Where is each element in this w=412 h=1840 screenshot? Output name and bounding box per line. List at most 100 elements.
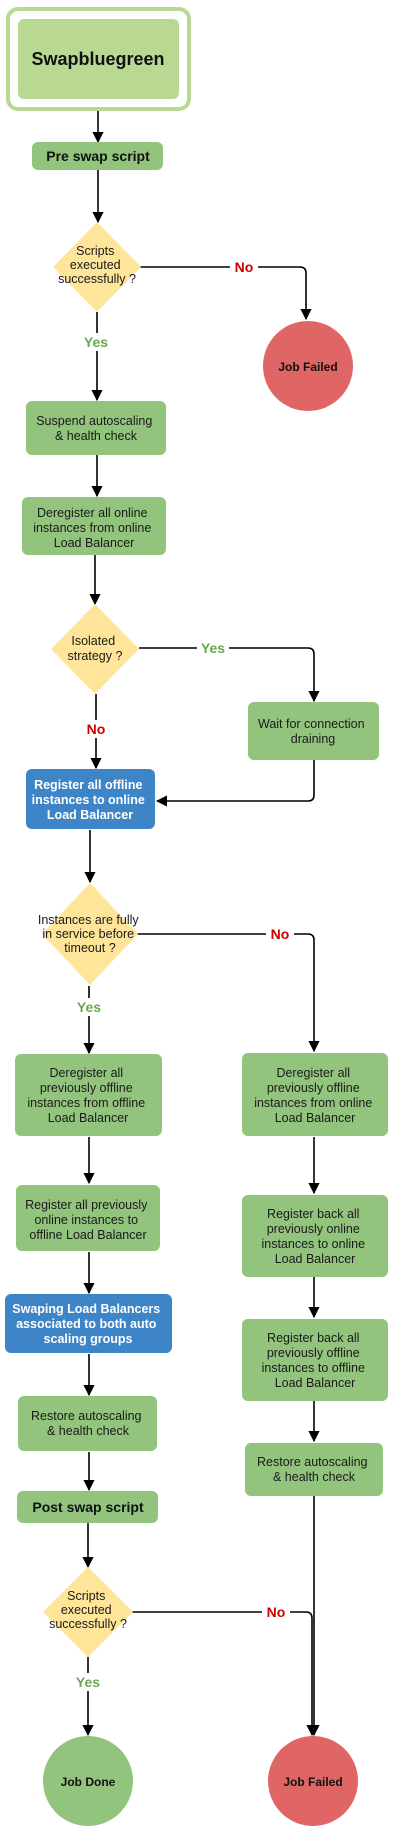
register-offline-to-online-node: Register all offline instances to online… xyxy=(26,769,155,829)
node-line: previously offline xyxy=(40,1081,133,1095)
decision-line: successfully ? xyxy=(49,1617,127,1631)
svg-text:Deregister all previousl: Deregister all previously offline instan… xyxy=(254,1066,376,1125)
svg-text:Deregister all previousl: Deregister all previously offline instan… xyxy=(27,1066,148,1125)
node-line: Restore autoscaling xyxy=(257,1455,368,1469)
start-node: Swapbluegreen xyxy=(6,7,191,111)
decision-line: successfully ? xyxy=(58,272,136,286)
svg-text:Restore autoscaling & he: Restore autoscaling & health check xyxy=(257,1455,371,1484)
node-line: previously offline xyxy=(267,1081,360,1095)
decision-line: in service before xyxy=(42,927,134,941)
node-line: & health check xyxy=(55,429,138,443)
node-line: & health check xyxy=(47,1424,130,1438)
node-line: Register all previously xyxy=(25,1198,148,1212)
svg-text:Register all previously: Register all previously online instances… xyxy=(25,1198,151,1242)
start-node-label: Swapbluegreen xyxy=(31,49,164,69)
register-back-offline-node: Register back all previously offline ins… xyxy=(242,1319,388,1401)
scripts-executed-decision-2: Scripts executed successfully ? xyxy=(43,1567,133,1657)
node-line: Register all offline xyxy=(34,778,142,792)
node-line: Wait for connection xyxy=(258,717,365,731)
decision-line: Scripts xyxy=(67,1589,105,1603)
node-line: Load Balancer xyxy=(275,1252,356,1266)
wait-draining-node: Wait for connection draining xyxy=(248,702,379,760)
node-line: Deregister all xyxy=(49,1066,123,1080)
svg-text:Deregister all online in: Deregister all online instances from onl… xyxy=(33,506,155,550)
edge-label-no: No xyxy=(235,259,254,275)
node-line: previously offline xyxy=(267,1346,360,1360)
post-swap-script-label: Post swap script xyxy=(32,1499,144,1515)
svg-text:Restore autoscaling & he: Restore autoscaling & health check xyxy=(31,1409,145,1438)
node-line: Load Balancer xyxy=(275,1376,356,1390)
edge-check1-no xyxy=(140,266,312,321)
edge-instances-no xyxy=(137,933,320,1053)
svg-text:Scripts executed s: Scripts executed successfully ? xyxy=(49,1589,127,1631)
job-failed-node-2: Job Failed xyxy=(268,1736,358,1826)
restore-autoscaling-left-node: Restore autoscaling & health check xyxy=(18,1396,157,1451)
node-line: & health check xyxy=(273,1470,356,1484)
post-swap-script-node: Post swap script xyxy=(17,1491,158,1523)
deregister-offline-node: Deregister all previously offline instan… xyxy=(15,1054,162,1136)
job-failed-node: Job Failed xyxy=(263,321,353,411)
deregister-prev-offline-from-online-node: Deregister all previously offline instan… xyxy=(242,1053,388,1136)
edge-label-no: No xyxy=(87,721,106,737)
decision-line: executed xyxy=(70,258,121,272)
node-line: Load Balancer xyxy=(47,808,133,822)
edge-check2-no xyxy=(132,1611,318,1737)
node-line: instances to online xyxy=(32,793,145,807)
svg-text:Scripts executed s: Scripts executed successfully ? xyxy=(58,244,136,286)
isolated-strategy-decision: Isolated strategy ? xyxy=(51,604,139,694)
svg-text:Isolated strategy ?: Isolated strategy ? xyxy=(68,634,123,663)
node-line: scaling groups xyxy=(44,1332,133,1346)
node-line: online instances to xyxy=(34,1213,138,1227)
node-line: Load Balancer xyxy=(54,536,135,550)
svg-text:Wait for connection drai: Wait for connection draining xyxy=(258,717,368,746)
node-line: instances from online xyxy=(33,521,151,535)
edge-label-yes: Yes xyxy=(201,640,225,656)
node-line: Register back all xyxy=(267,1207,359,1221)
pre-swap-script-node: Pre swap script xyxy=(32,142,163,170)
scripts-executed-decision: Scripts executed successfully ? xyxy=(53,222,141,312)
svg-text:Register back all previo: Register back all previously online inst… xyxy=(261,1207,368,1266)
svg-text:Instances are fully in s: Instances are fully in service before ti… xyxy=(38,913,142,955)
svg-text:Register all offline ins: Register all offline instances to online… xyxy=(32,778,149,822)
pre-swap-script-label: Pre swap script xyxy=(46,148,150,164)
edge-labels: No Yes Yes No No Yes No Yes xyxy=(72,258,294,1691)
node-line: previously online xyxy=(267,1222,360,1236)
edges xyxy=(82,110,320,1737)
decision-line: executed xyxy=(61,1603,112,1617)
instances-in-service-decision: Instances are fully in service before ti… xyxy=(38,883,142,985)
node-line: Suspend autoscaling xyxy=(36,414,152,428)
node-line: draining xyxy=(291,732,336,746)
job-done-node: Job Done xyxy=(43,1736,133,1826)
node-line: Load Balancer xyxy=(275,1111,356,1125)
svg-text:Register back all previo: Register back all previously offline ins… xyxy=(262,1331,369,1390)
restore-autoscaling-right-node: Restore autoscaling & health check xyxy=(245,1443,383,1496)
node-line: Restore autoscaling xyxy=(31,1409,142,1423)
job-failed-label: Job Failed xyxy=(278,360,337,374)
node-line: instances from offline xyxy=(27,1096,145,1110)
node-line: associated to both auto xyxy=(16,1317,157,1331)
decision-line: Isolated xyxy=(71,634,115,648)
edge-label-no: No xyxy=(267,1604,286,1620)
decision-line: Scripts xyxy=(76,244,114,258)
node-line: instances from online xyxy=(254,1096,372,1110)
node-line: Load Balancer xyxy=(48,1111,129,1125)
job-done-label: Job Done xyxy=(61,1775,116,1789)
node-line: Deregister all xyxy=(276,1066,350,1080)
node-line: instances to online xyxy=(261,1237,365,1251)
edge-label-no: No xyxy=(271,926,290,942)
swapping-load-balancers-node: Swaping Load Balancers associated to bot… xyxy=(5,1294,172,1353)
decision-line: strategy ? xyxy=(68,649,123,663)
edge-label-yes: Yes xyxy=(76,1674,100,1690)
suspend-autoscaling-node: Suspend autoscaling & health check xyxy=(26,401,166,455)
node-line: Swaping Load Balancers xyxy=(12,1302,160,1316)
node-line: Register back all xyxy=(267,1331,359,1345)
deregister-online-node: Deregister all online instances from onl… xyxy=(22,497,166,555)
decision-line: Instances are fully xyxy=(38,913,139,927)
node-line: Deregister all online xyxy=(37,506,148,520)
edge-label-yes: Yes xyxy=(84,334,108,350)
register-back-online-node: Register back all previously online inst… xyxy=(242,1195,388,1277)
decision-line: timeout ? xyxy=(64,941,115,955)
edge-wait-to-register xyxy=(155,760,315,807)
node-line: offline Load Balancer xyxy=(29,1228,146,1242)
